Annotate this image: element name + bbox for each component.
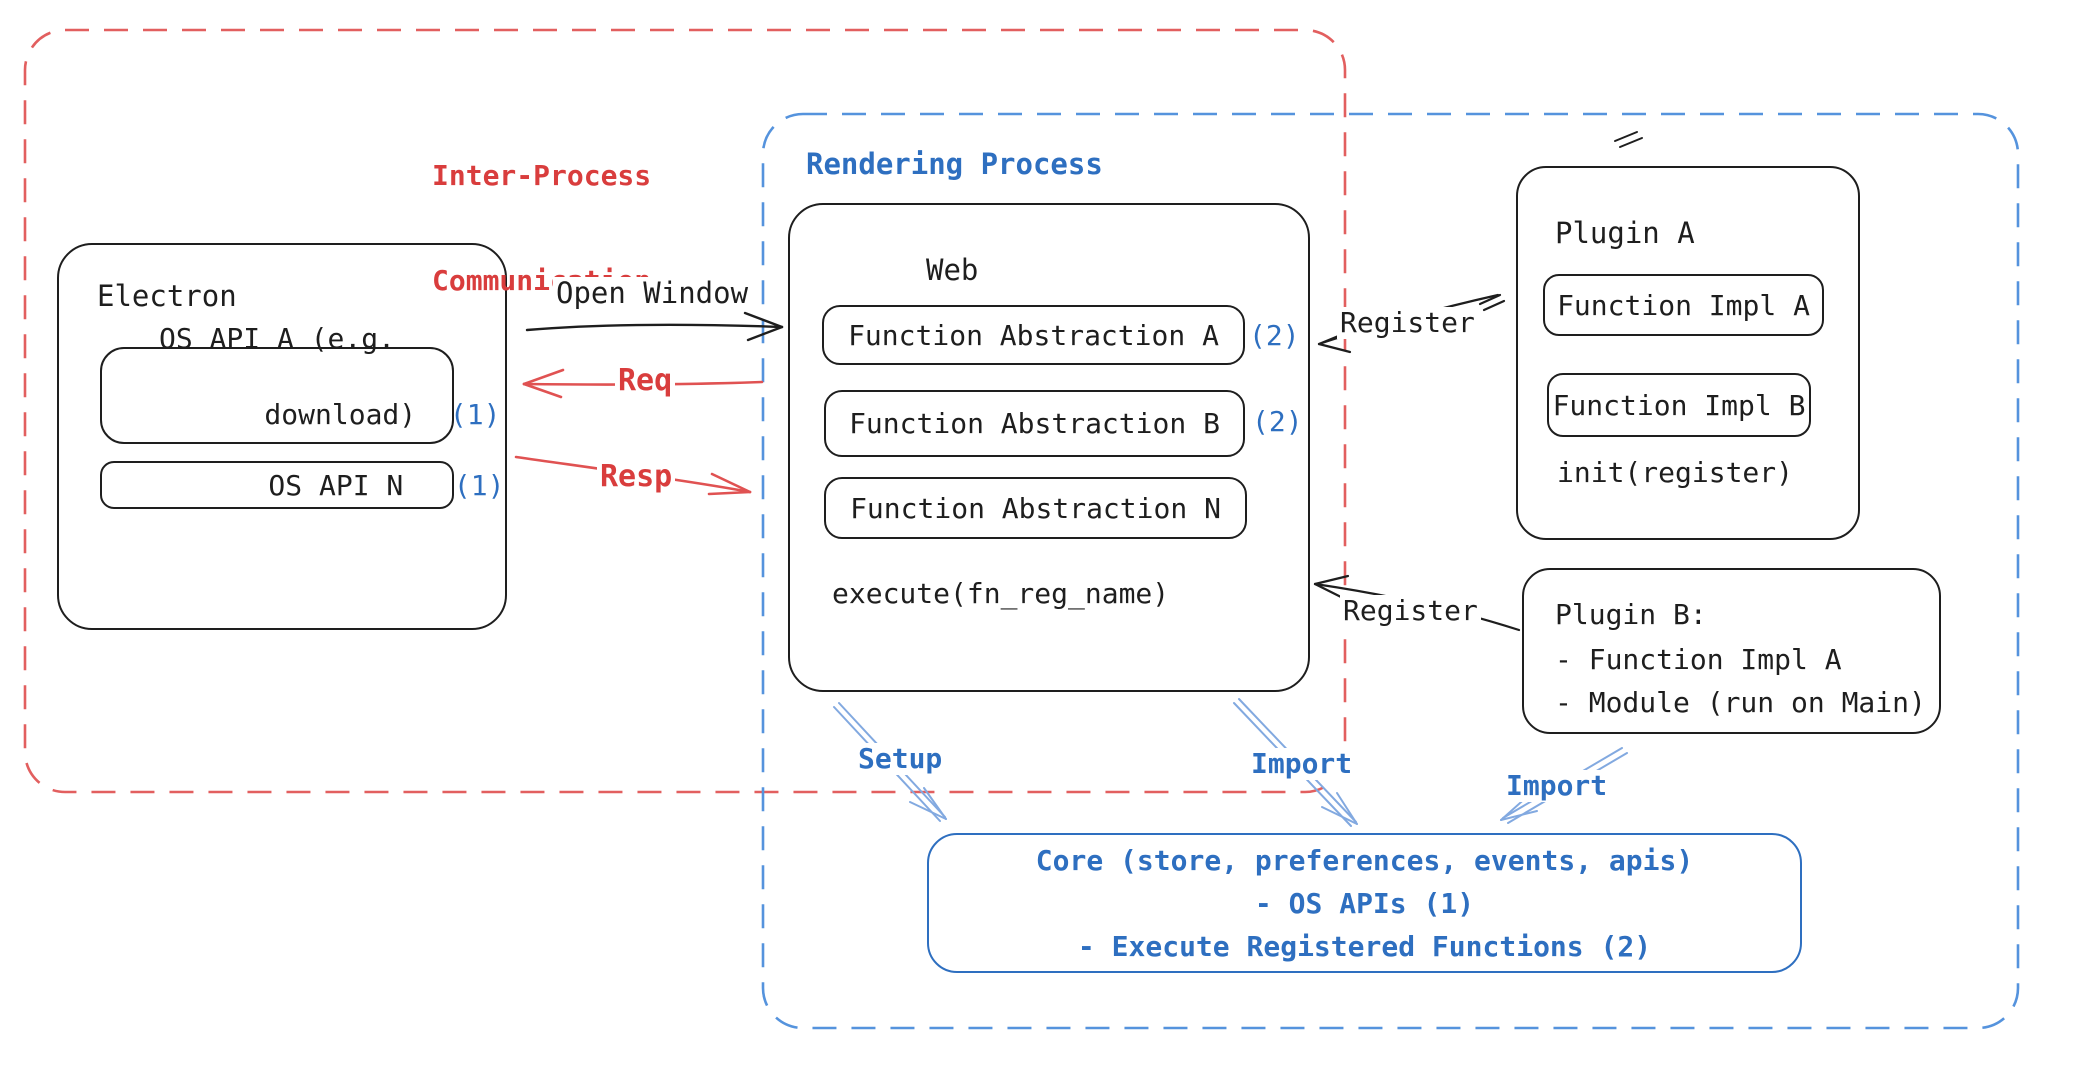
core-line1: Core (store, preferences, events, apis): [1035, 843, 1694, 877]
ipc-region-label: Inter-Process Communication: [432, 88, 651, 368]
init-register-label: init(register): [1557, 456, 1794, 489]
plugin-b-item-function-impl-a: - Function Impl A: [1555, 643, 1842, 676]
function-abstraction-n-box: Function Abstraction N: [824, 477, 1247, 539]
register-a-label: Register: [1337, 306, 1478, 340]
function-abstraction-b-ref: (2): [1252, 405, 1303, 438]
function-abstraction-b-box: Function Abstraction B: [824, 390, 1245, 457]
resp-label: Resp: [597, 459, 676, 495]
core-box: Core (store, preferences, events, apis) …: [927, 833, 1802, 973]
plugin-a-tail-slash: [1614, 131, 1643, 148]
os-api-a-ref: (1): [449, 397, 501, 431]
setup-label: Setup: [855, 742, 946, 776]
os-api-n-ref: (1): [453, 468, 505, 502]
web-title: Web: [926, 253, 979, 287]
os-api-a-line1: OS API A (e.g.: [158, 321, 395, 355]
os-api-n-text: OS API N: [268, 468, 404, 502]
open-window-label: Open Window: [553, 276, 752, 311]
plugin-b-item-module: - Module (run on Main): [1555, 686, 1926, 719]
core-line2: - OS APIs (1): [1254, 886, 1475, 920]
ipc-region-label-line1: Inter-Process: [432, 159, 652, 192]
core-line3: - Execute Registered Functions (2): [1077, 929, 1652, 963]
req-label: Req: [615, 363, 676, 399]
execute-label: execute(fn_reg_name): [832, 577, 1170, 610]
os-api-n-box: OS API N (1): [100, 461, 504, 509]
register-b-label: Register: [1340, 594, 1481, 628]
os-api-a-box: OS API A (e.g. download) (1): [100, 322, 500, 444]
plugin-b-box: Plugin B: - Function Impl A - Module (ru…: [1522, 568, 1941, 734]
plugin-a-title: Plugin A: [1555, 216, 1695, 250]
plugin-b-title: Plugin B:: [1555, 598, 1707, 631]
import-plugin-b-label: Import: [1503, 769, 1611, 803]
os-api-a-line2-text: download): [264, 397, 417, 431]
plugin-a-box: Plugin A Function Impl A Function Impl B…: [1516, 166, 1860, 540]
function-impl-b-box: Function Impl B: [1547, 373, 1811, 437]
web-box: Web Function Abstraction A (2) Function …: [788, 203, 1310, 692]
function-impl-a-box: Function Impl A: [1543, 274, 1824, 336]
import-web-label: Import: [1248, 747, 1356, 781]
os-api-n-row: OS API N (1): [134, 436, 505, 535]
function-abstraction-a-box: Function Abstraction A: [822, 305, 1245, 365]
rendering-process-region-label: Rendering Process: [806, 147, 1103, 181]
electron-title: Electron: [97, 279, 237, 313]
function-abstraction-a-ref: (2): [1249, 319, 1300, 352]
